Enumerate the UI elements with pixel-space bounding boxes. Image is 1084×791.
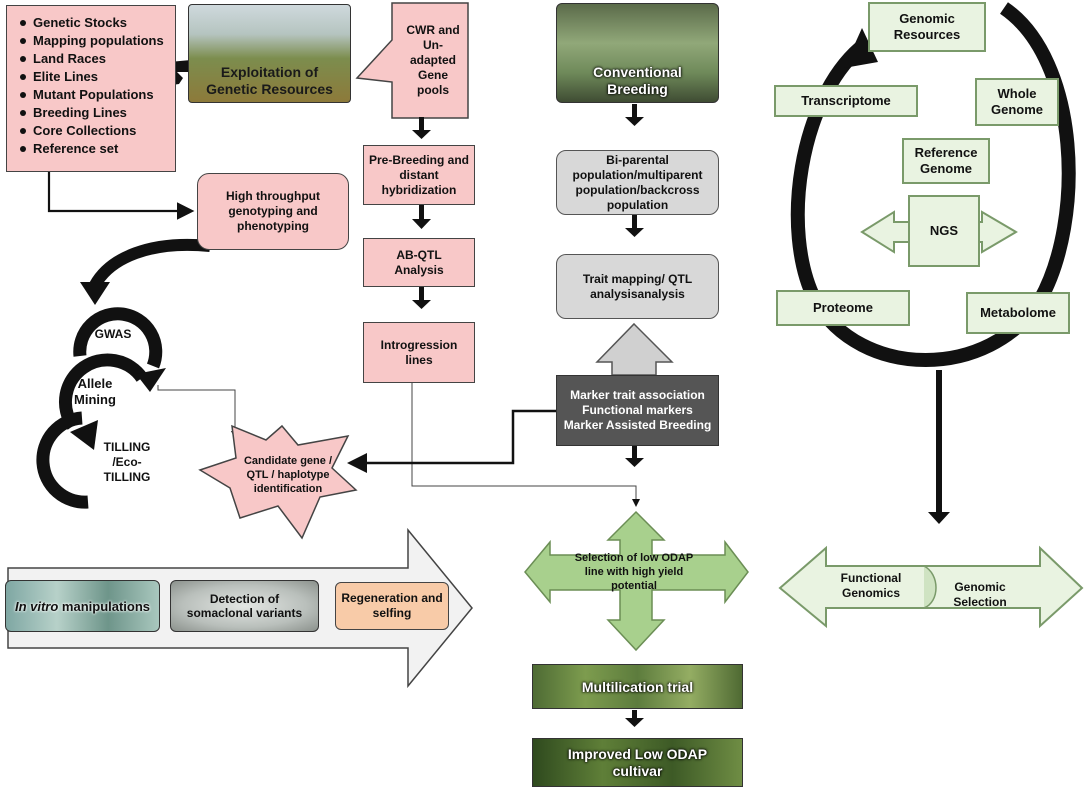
regeneration-box: Regeneration and selfing (335, 582, 449, 630)
exploitation-label: Exploitation of Genetic Resources (206, 64, 333, 98)
prebreeding-box: Pre-Breeding and distant hybridization (363, 145, 475, 205)
list-item: Core Collections (20, 122, 171, 140)
biparental-box: Bi-parental population/multiparent popul… (556, 150, 719, 215)
invitro-rest: manipulations (58, 598, 151, 614)
list-item: Mapping populations (20, 32, 171, 50)
somaclonal-label: Detection of somaclonal variants (186, 591, 303, 620)
marker-line-2: Functional markers (582, 403, 693, 417)
cwr-label: CWR and Un-adapted Gene pools (406, 22, 460, 97)
genomic-resources-box: Genomic Resources (868, 2, 986, 52)
candidate-star (198, 424, 358, 540)
reference-genome-box: Reference Genome (902, 138, 990, 184)
list-item: Genetic Stocks (20, 14, 171, 32)
selection-label: Selection of low ODAP line with high yie… (574, 552, 694, 592)
marker-box: Marker trait association Functional mark… (556, 375, 719, 446)
conventional-label: Conventional Breeding (593, 64, 682, 98)
ngs-box: NGS (908, 195, 980, 267)
invitro-photo: In vitro manipulations (5, 580, 160, 632)
ngs-box-label: NGS (929, 222, 959, 238)
tilling-label: TILLING /Eco-TILLING (103, 439, 151, 484)
list-item: Elite Lines (20, 68, 171, 86)
selection-four-way-arrow (524, 510, 749, 652)
trait-mapping-box: Trait mapping/ QTL analysisanalysis (556, 254, 719, 319)
list-item: Reference set (20, 140, 171, 158)
gwas-label: GWAS (94, 326, 132, 341)
genomic-selection-label: Genomic Selection (953, 580, 1007, 609)
transcriptome-box: Transcriptome (774, 85, 918, 117)
genetic-stocks-list: Genetic Stocks Mapping populations Land … (15, 14, 171, 158)
list-item: Mutant Populations (20, 86, 171, 104)
multiplication-photo: Multilication trial (532, 664, 743, 709)
functional-genomics-label: Functional Genomics (840, 571, 902, 600)
htp-box: High throughput genotyping and phenotypi… (197, 173, 349, 250)
genetic-stocks-box: Genetic Stocks Mapping populations Land … (6, 5, 176, 172)
improved-photo: Improved Low ODAP cultivar (532, 738, 743, 787)
somaclonal-photo: Detection of somaclonal variants (170, 580, 319, 632)
metabolome-box: Metabolome (966, 292, 1070, 334)
candidate-label: Candidate gene / QTL / haplotype identif… (243, 455, 333, 495)
list-item: Breeding Lines (20, 104, 171, 122)
proteome-box: Proteome (776, 290, 910, 326)
marker-line-1: Marker trait association (570, 388, 705, 402)
exploitation-photo: Exploitation of Genetic Resources (188, 4, 351, 103)
abqtl-box: AB-QTL Analysis (363, 238, 475, 287)
conventional-photo: Conventional Breeding (556, 3, 719, 103)
whole-genome-box: Whole Genome (975, 78, 1059, 126)
multiplication-label: Multilication trial (581, 678, 694, 695)
cwr-arrow (355, 2, 469, 119)
invitro-italic: In vitro (14, 598, 59, 614)
improved-label: Improved Low ODAP cultivar (567, 746, 708, 779)
marker-line-3: Marker Assisted Breeding (563, 418, 712, 432)
grey-up-arrow (595, 322, 674, 376)
list-item: Land Races (20, 50, 171, 68)
introgression-box: Introgression lines (363, 322, 475, 383)
allele-mining-label: Allele Mining (74, 375, 116, 407)
invitro-label: In vitro manipulations (15, 599, 150, 614)
